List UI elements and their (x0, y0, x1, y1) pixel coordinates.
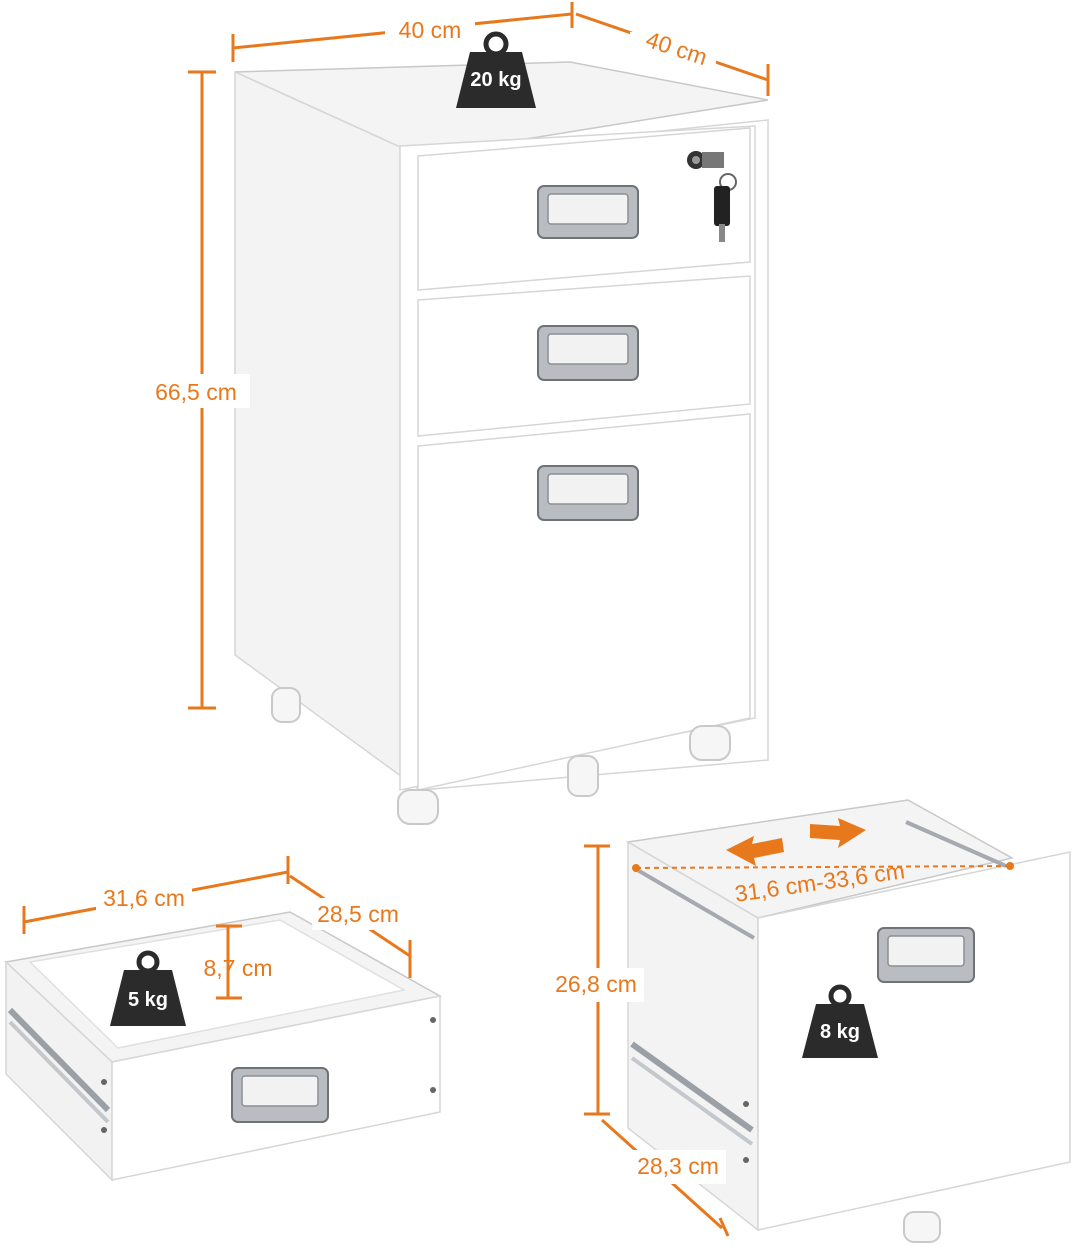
arrow-left-icon (726, 836, 784, 866)
weight-label-cabinet: 20 kg (470, 69, 521, 91)
lock-icon (687, 151, 737, 242)
cabinet-depth-dimension: 40 cm (575, 12, 770, 96)
small-drawer (4, 911, 443, 1182)
file-drawer-height-label: 26,8 cm (555, 971, 637, 997)
file-drawer-front (417, 413, 751, 791)
file-drawer-handle (877, 927, 975, 983)
small-drawer-depth-label: 28,5 cm (317, 901, 399, 927)
small-drawer-handle (231, 1067, 329, 1123)
middle-drawer-handle (537, 325, 639, 381)
weight-icon-file-drawer: 8 kg (802, 984, 878, 1058)
file-drawer-wheel (903, 1211, 941, 1243)
cabinet-side (234, 70, 421, 792)
filing-cabinet (234, 61, 769, 825)
small-drawer-depth-dimension: 28,5 cm (289, 874, 412, 978)
arrow-right-icon (810, 818, 866, 848)
small-drawer-width-dimension: 31,6 cm (22, 856, 290, 934)
file-drawer (625, 799, 1071, 1243)
weight-icon-small-drawer: 5 kg (110, 950, 186, 1026)
cabinet-height-dimension: 66,5 cm (140, 70, 250, 710)
cabinet-width-label: 40 cm (399, 17, 462, 43)
weight-label-file-drawer: 8 kg (820, 1021, 860, 1043)
small-drawer-height-label: 8,7 cm (203, 955, 272, 981)
file-drawer-handle (537, 465, 639, 521)
small-drawer-height-dimension: 8,7 cm (203, 924, 273, 1000)
weight-label-small-drawer: 5 kg (128, 989, 168, 1011)
cabinet-height-label: 66,5 cm (155, 379, 237, 405)
caster-wheels (271, 687, 731, 825)
cabinet-width-dimension: 40 cm (231, 2, 574, 62)
file-drawer-front (757, 851, 1071, 1231)
file-drawer-height-dimension: 26,8 cm (548, 844, 644, 1116)
top-drawer-handle (537, 185, 639, 239)
weight-icon-cabinet: 20 kg (456, 31, 536, 108)
file-drawer-depth-label: 28,3 cm (637, 1153, 719, 1179)
file-drawer-depth-dimension: 28,3 cm (600, 1118, 730, 1237)
small-drawer-width-label: 31,6 cm (103, 885, 185, 911)
